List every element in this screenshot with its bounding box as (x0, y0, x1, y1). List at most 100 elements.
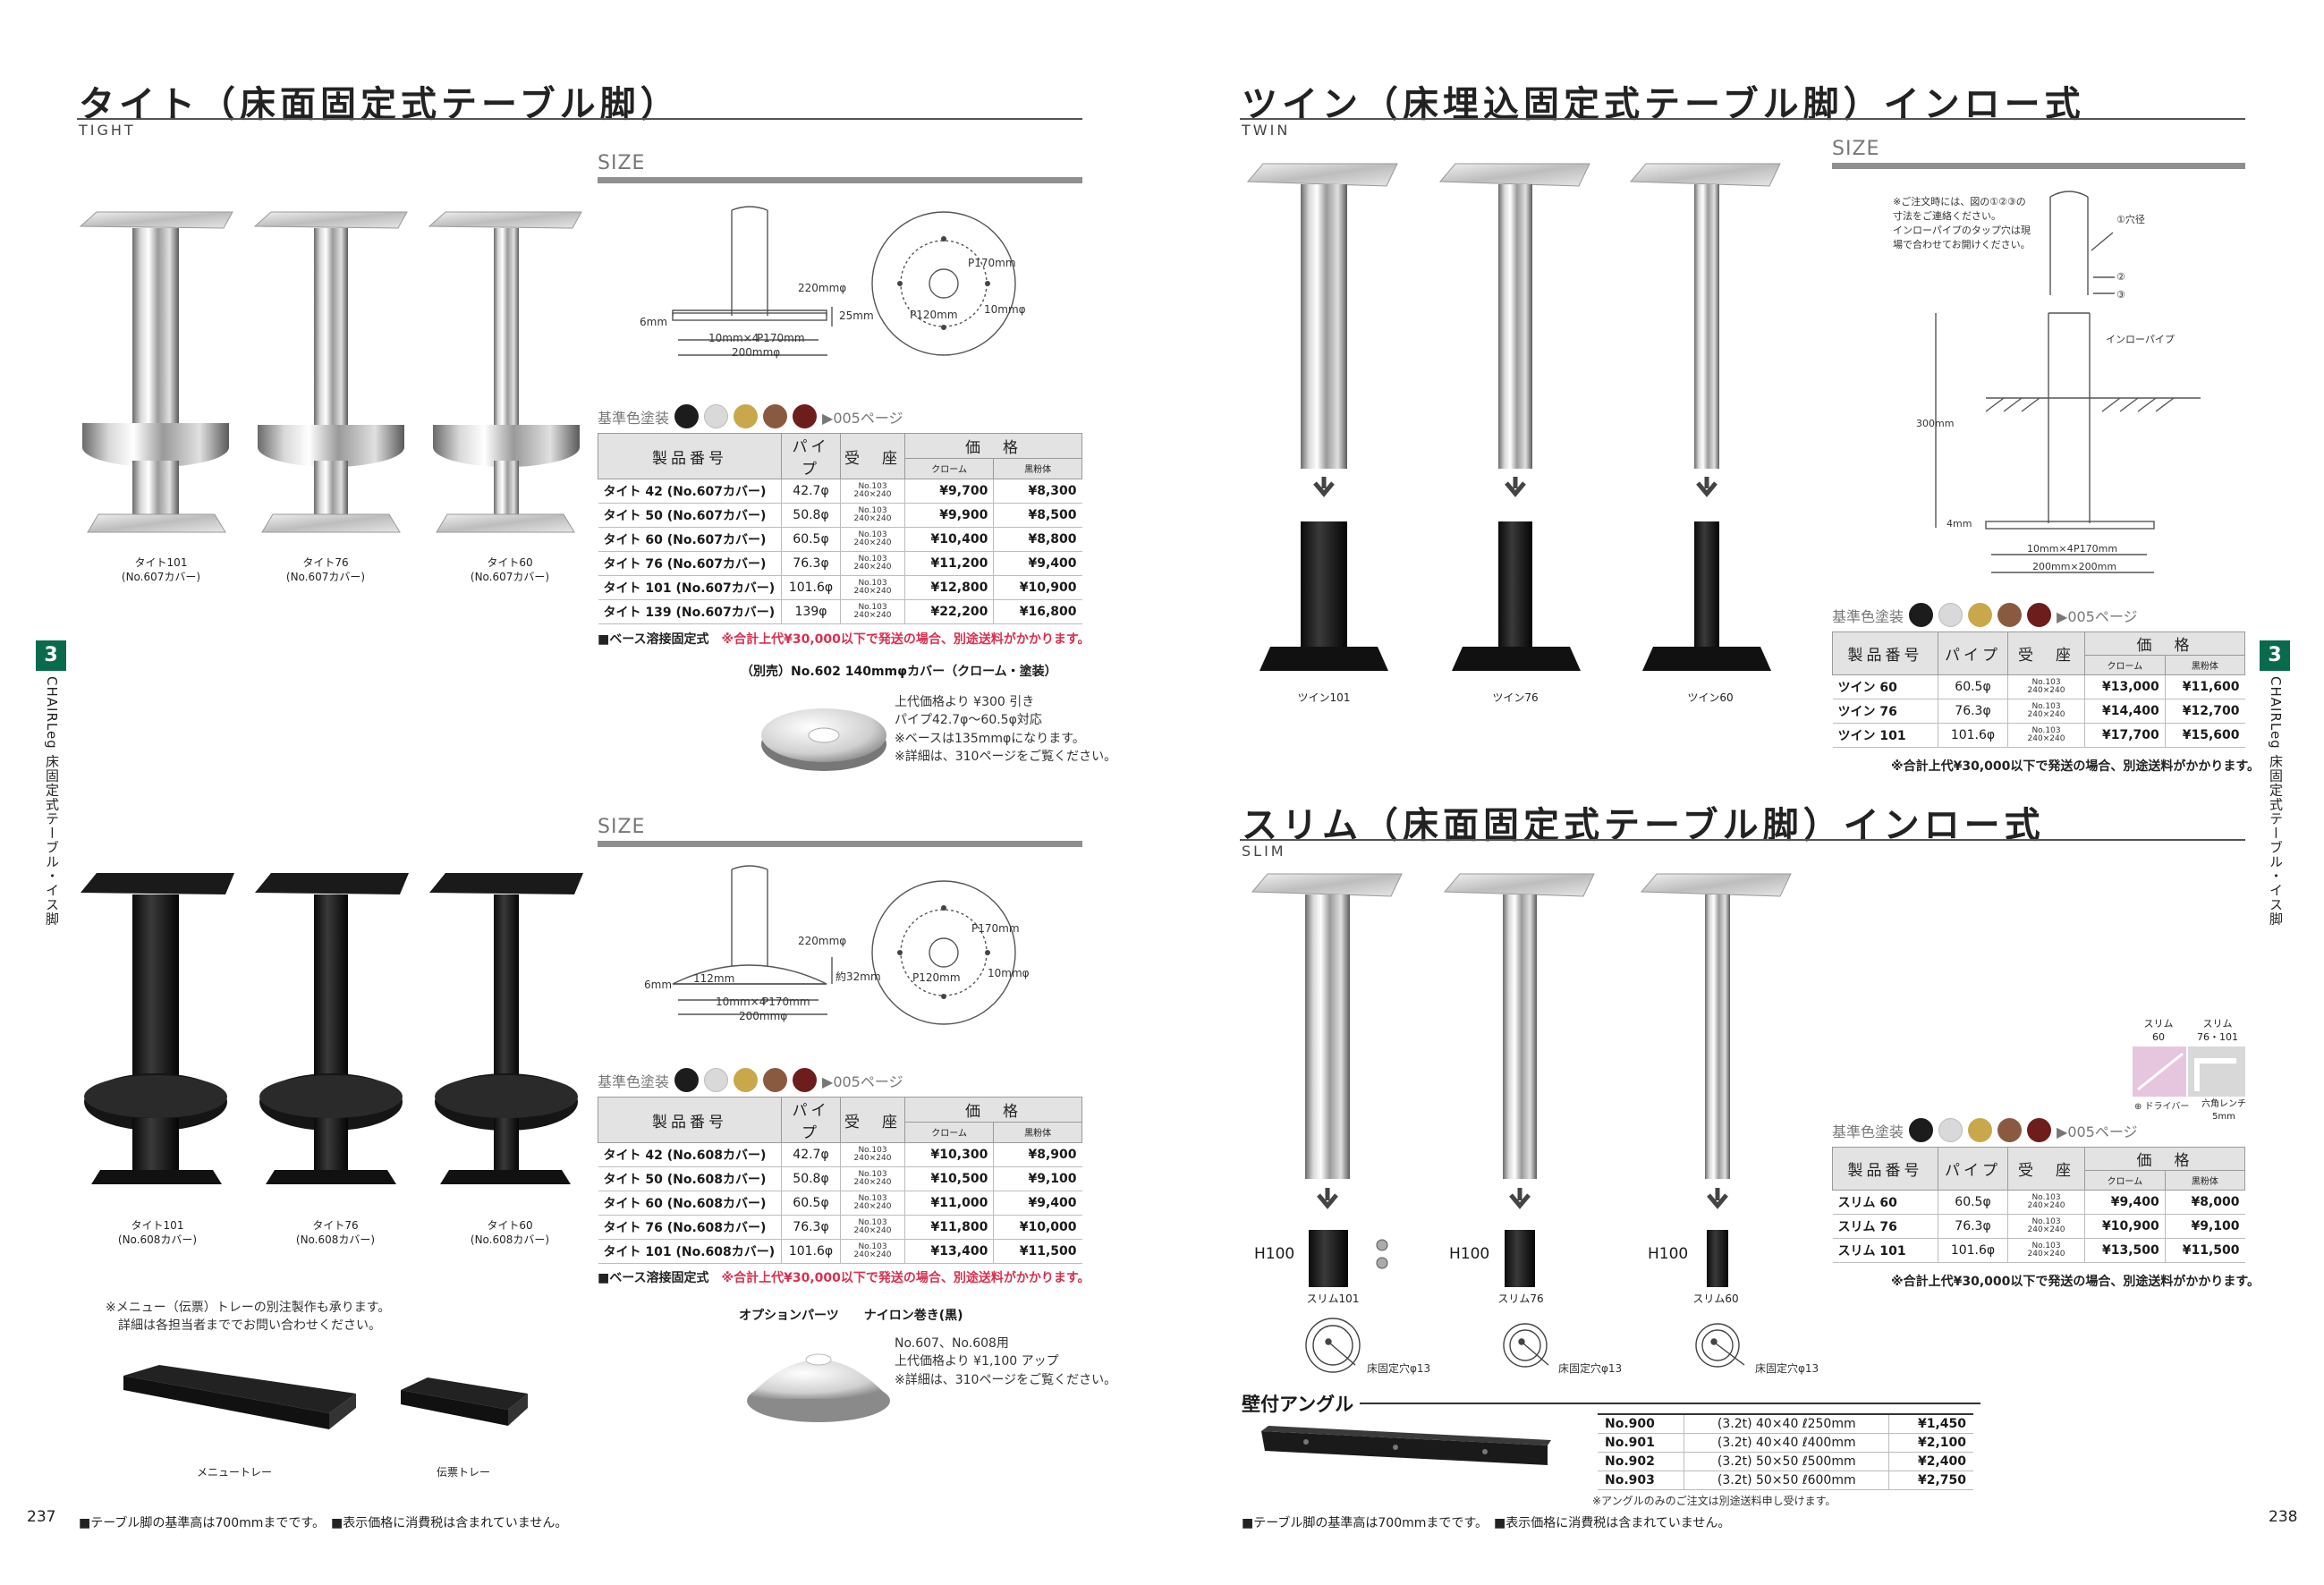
name-cell: タイト 42 (No.607カバー) (598, 479, 782, 504)
black-cell: ¥12,700 (2165, 699, 2245, 724)
chrome-cell: ¥14,400 (2084, 699, 2166, 724)
swatch-silver (1938, 603, 1964, 627)
hole-label: 床固定穴φ13 (1367, 1362, 1431, 1375)
chrome-cell: ¥11,000 (904, 1191, 995, 1216)
price-cell: ¥2,100 (1888, 1433, 1973, 1453)
black-cell: ¥11,500 (2165, 1238, 2245, 1263)
no-cell: No.903 (1598, 1471, 1685, 1490)
pipe-cell: 101.6φ (1938, 1238, 2008, 1263)
dim-text: 220mmφ (798, 282, 847, 294)
angle-title: 壁付アングル (1242, 1394, 1354, 1415)
base-note: ■ベース溶接固定式 ※合計上代¥30,000以下で発送の場合、別途送料がかかりま… (598, 1271, 1090, 1285)
name-cell: タイト 60 (No.608カバー) (598, 1191, 782, 1216)
pipe-cell: 42.7φ (781, 1142, 841, 1167)
black-cell: ¥8,800 (993, 527, 1082, 552)
cover602-desc: 上代価格より ¥300 引きパイプ42.7φ〜60.5φ対応※ベースは135mm… (895, 695, 1117, 764)
black-cell: ¥11,500 (993, 1239, 1082, 1264)
pipe-cell: 50.8φ (781, 503, 841, 528)
leg-label: タイト76(No.608カバー) (295, 1219, 376, 1247)
tray-note: ※メニュー（伝票）トレーの別注製作も承ります。詳細は各担当者まででお問い合わせく… (106, 1301, 391, 1334)
size-diagram-608 (672, 865, 1016, 1025)
black-cell: ¥8,300 (993, 479, 1082, 504)
no-cell: No.901 (1598, 1433, 1685, 1453)
angle-note: ※アングルのみのご注文は別途送料申し受けます。 (1592, 1495, 1836, 1507)
chrome-cell: ¥10,300 (904, 1142, 995, 1167)
swatch-black (1909, 603, 1934, 627)
black-cell: ¥15,600 (2165, 723, 2245, 748)
pipe-cell: 60.5φ (1938, 674, 2008, 699)
color-swatches: 基準色塗装 ▶005ページ (1832, 603, 2138, 627)
black-cell: ¥9,100 (2165, 1214, 2245, 1239)
size-diagram-twin (1935, 191, 2201, 573)
height-label: H100 (1449, 1245, 1490, 1263)
page-number: 238 (2269, 1508, 2298, 1526)
leg-label: ツイン76 (1492, 691, 1539, 704)
leg-label: スリム76 (1497, 1293, 1544, 1305)
swatch-gold (734, 404, 759, 428)
leg-label: タイト60(No.608カバー) (470, 1219, 550, 1247)
pipe-cell: 76.3φ (781, 551, 841, 576)
tool-icons (2133, 1047, 2245, 1097)
name-cell: タイト 50 (No.607カバー) (598, 503, 782, 528)
shipping-note: ※合計上代¥30,000以下で発送の場合、別途送料がかかります。 (1891, 1275, 2260, 1289)
dim-text: 10mmφ (988, 967, 1030, 979)
dim-text: 300mm (1916, 418, 1955, 429)
angle-rule (1360, 1403, 1980, 1404)
name-cell: タイト 76 (No.607カバー) (598, 551, 782, 576)
color-swatches: 基準色塗装 ▶005ページ (1832, 1118, 2138, 1142)
chrome-cell: ¥22,200 (904, 599, 995, 624)
black-cell: ¥11,600 (2165, 674, 2245, 699)
chrome-cell: ¥11,200 (904, 551, 995, 576)
dim-text: P170mm (968, 257, 1016, 269)
dim-text: P120mm (912, 971, 961, 984)
swatch-brown (1997, 603, 2023, 627)
chrome-cell: ¥17,700 (2084, 723, 2166, 748)
swatch-gold (734, 1068, 759, 1092)
swatch-brown (763, 404, 788, 428)
name-cell: スリム 101 (1832, 1238, 1938, 1263)
black-cell: ¥9,400 (993, 551, 1082, 576)
black-cell: ¥9,400 (993, 1191, 1082, 1216)
floor-hole-icons (1305, 1318, 1745, 1373)
black-cell: ¥16,800 (993, 599, 1082, 624)
subtitle-twin: TWIN (1242, 122, 1291, 139)
title-rule (77, 118, 1082, 120)
swatch-red (2027, 603, 2052, 627)
pipe-cell: 60.5φ (1938, 1190, 2008, 1215)
chrome-cell: ¥9,900 (904, 503, 995, 528)
chrome-cell: ¥13,500 (2084, 1238, 2166, 1263)
leg-label: タイト101(No.607カバー) (121, 556, 201, 584)
swatch-brown (763, 1068, 788, 1092)
chrome-cell: ¥9,700 (904, 479, 995, 504)
chapter-tab: 3 (2260, 640, 2290, 671)
price-table-607: 製品番号パイプ受 座価 格 クローム黒粉体 タイト 42 (No.607カバー)… (598, 433, 1082, 624)
black-legs-photo (81, 873, 583, 1184)
cover602-photo (761, 708, 886, 771)
chrome-cell: ¥10,500 (904, 1166, 995, 1191)
dim-text: P170mm (757, 332, 805, 344)
table-row: No.900(3.2t) 40×40 ℓ250mm¥1,450 (1598, 1414, 1973, 1434)
name-cell: ツイン 60 (1832, 674, 1938, 699)
cover602-title: （別売）No.602 140mmφカバー（クローム・塗装） (741, 665, 1057, 679)
black-cell: ¥10,900 (993, 575, 1082, 600)
subtitle-slim: SLIM (1242, 843, 1286, 860)
size-label: SIZE (598, 152, 646, 174)
table-row: No.903(3.2t) 50×50 ℓ600mm¥2,750 (1598, 1471, 1973, 1490)
swatch-gold (1968, 603, 1993, 627)
name-cell: ツイン 76 (1832, 699, 1938, 724)
